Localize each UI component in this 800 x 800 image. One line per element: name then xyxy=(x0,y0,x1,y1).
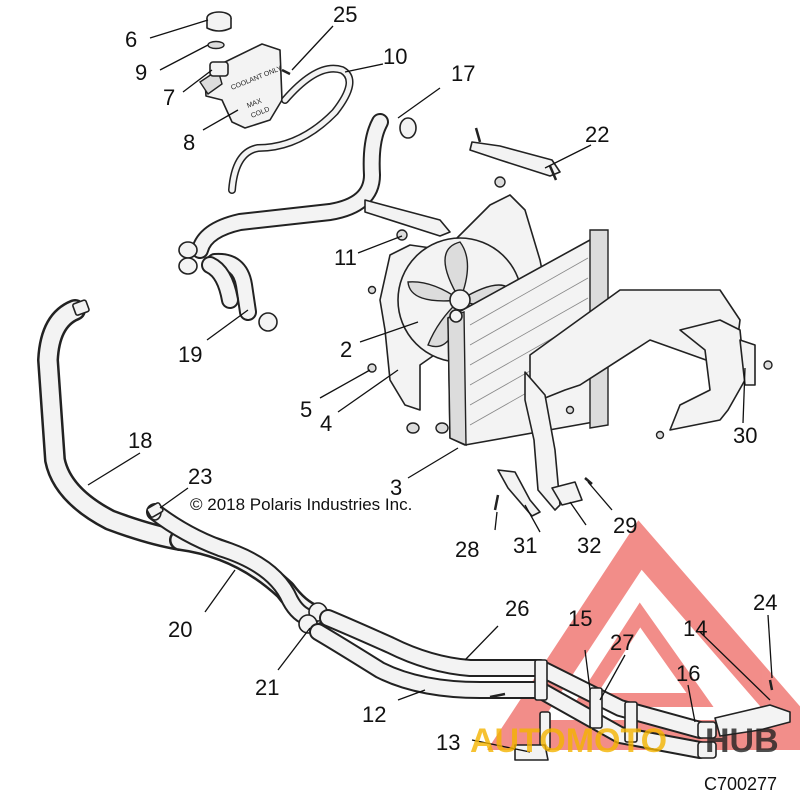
callout-15: 15 xyxy=(568,606,592,631)
callout-19: 19 xyxy=(178,342,202,367)
callout-30: 30 xyxy=(733,423,757,448)
callout-32: 32 xyxy=(577,533,601,558)
callout-3: 3 xyxy=(390,475,402,500)
callout-7: 7 xyxy=(163,85,175,110)
top-bracket xyxy=(469,127,561,181)
callout-20: 20 xyxy=(168,617,192,642)
callout-22: 22 xyxy=(585,122,609,147)
fan-bracket xyxy=(364,199,451,237)
callout-4: 4 xyxy=(320,411,332,436)
callout-29: 29 xyxy=(613,513,637,538)
callout-27: 27 xyxy=(610,630,634,655)
callout-25: 25 xyxy=(333,2,357,27)
callout-21: 21 xyxy=(255,675,279,700)
coolant-tank: COOLANT ONLY MAX COLD xyxy=(199,43,283,129)
callout-2: 2 xyxy=(340,337,352,362)
callout-17: 17 xyxy=(451,61,475,86)
callout-11: 11 xyxy=(334,245,357,270)
callout-24: 24 xyxy=(753,590,777,615)
upper-radiator-hose xyxy=(191,113,389,321)
callout-14: 14 xyxy=(683,616,707,641)
side-panel xyxy=(524,289,773,511)
callout-labels: 6 9 7 8 25 10 17 22 11 19 2 5 4 3 30 18 … xyxy=(125,2,777,755)
callout-31: 31 xyxy=(513,533,537,558)
callout-10: 10 xyxy=(383,44,407,69)
callout-18: 18 xyxy=(128,428,152,453)
hose-clamps xyxy=(178,117,417,332)
callout-5: 5 xyxy=(300,397,312,422)
watermark-text: AUTOMOTO HUB xyxy=(470,722,779,760)
callout-26: 26 xyxy=(505,596,529,621)
watermark-hub: HUB xyxy=(705,722,779,760)
overflow-hose xyxy=(228,64,354,194)
lower-brackets xyxy=(493,469,593,517)
callout-13: 13 xyxy=(436,730,460,755)
callout-23: 23 xyxy=(188,464,212,489)
leader-lines xyxy=(87,19,773,753)
callout-28: 28 xyxy=(455,537,479,562)
callout-12: 12 xyxy=(362,702,386,727)
screws-5 xyxy=(367,176,506,373)
callout-6: 6 xyxy=(125,27,137,52)
callout-8: 8 xyxy=(183,130,195,155)
bolt-25 xyxy=(281,68,291,76)
bracket-14 xyxy=(714,679,791,737)
callout-16: 16 xyxy=(676,661,700,686)
watermark-automoto: AUTOMOTO xyxy=(470,722,667,760)
tank-cap xyxy=(206,11,232,50)
pipe-mounts xyxy=(489,659,717,761)
drawing-number: C700277 xyxy=(704,774,777,794)
callout-9: 9 xyxy=(135,60,147,85)
copyright-notice: © 2018 Polaris Industries Inc. xyxy=(190,495,412,514)
coolant-pipes xyxy=(309,609,709,759)
